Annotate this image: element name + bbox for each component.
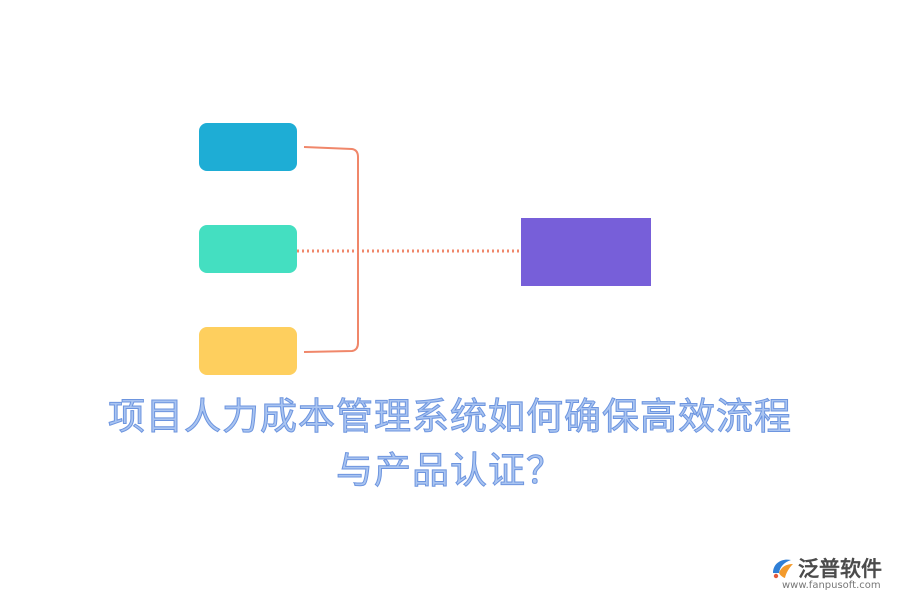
target-box xyxy=(521,218,651,286)
diagram-title: 项目人力成本管理系统如何确保高效流程 与产品认证？ xyxy=(40,390,860,498)
node-box-1 xyxy=(199,123,297,171)
brand-logo: 泛普软件 www.fanpusoft.com xyxy=(760,551,895,595)
node-box-3 xyxy=(199,327,297,375)
title-line-1: 项目人力成本管理系统如何确保高效流程 xyxy=(108,395,792,439)
brand-name: 泛普软件 xyxy=(798,557,882,581)
node-box-2 xyxy=(199,225,297,273)
fanpu-logo-icon xyxy=(773,559,793,579)
title-line-2: 与产品认证？ xyxy=(336,449,564,493)
brand-url: www.fanpusoft.com xyxy=(782,580,881,591)
